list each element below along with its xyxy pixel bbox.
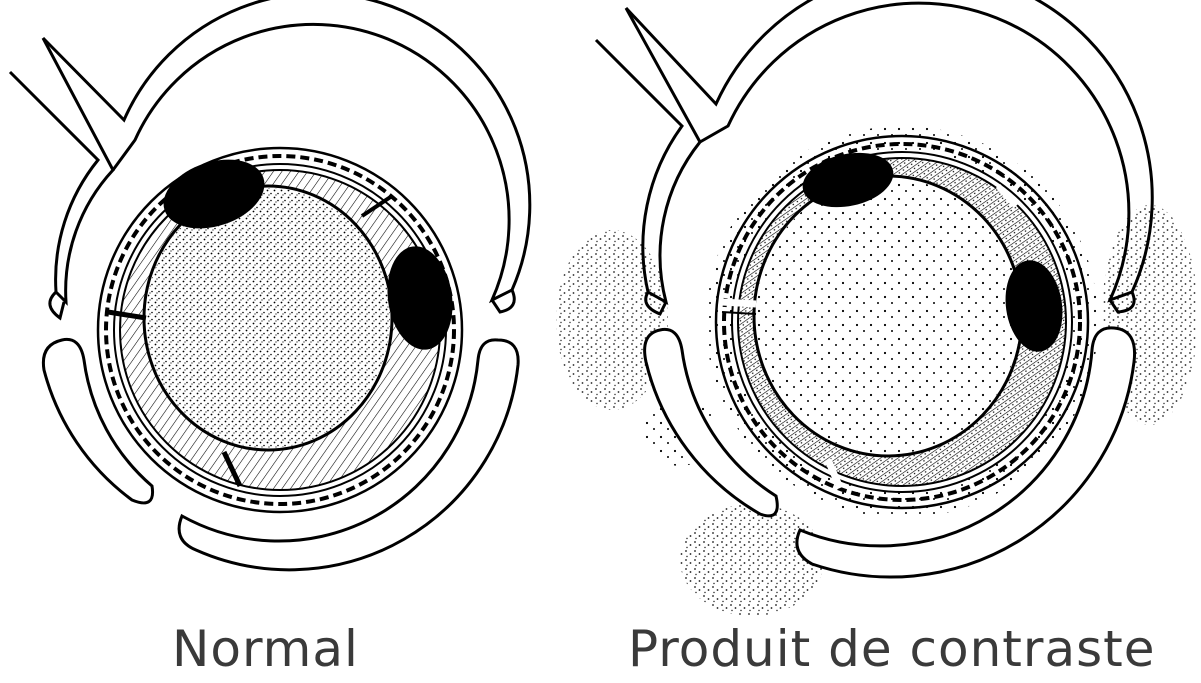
capillary-lumen-stipple [756,178,1020,454]
cell-junction [722,302,756,304]
normal-glomerulus-diagram [10,0,530,570]
caption-contrast: Produit de contraste [628,618,1156,680]
podocyte-outer-layer [10,38,113,302]
capillary-lumen-stipple [146,188,390,448]
caption-normal: Normal [172,618,359,680]
contrast-glomerulus-diagram [556,0,1198,616]
contrast-cloud-bottom [680,504,824,616]
